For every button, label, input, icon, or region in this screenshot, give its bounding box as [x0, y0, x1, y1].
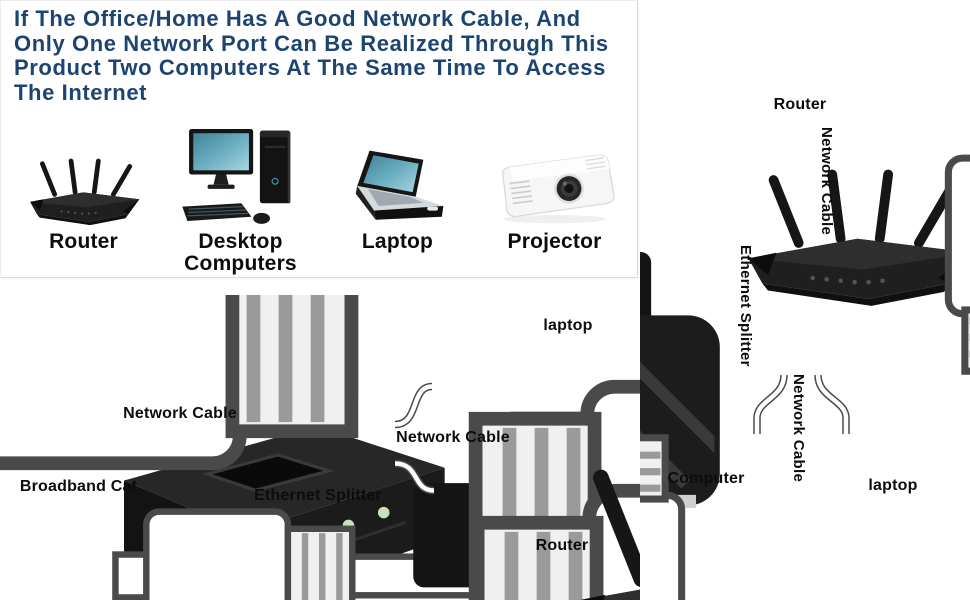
router-label: Router — [773, 96, 827, 113]
laptop-label: Laptop — [361, 230, 434, 253]
device-figure-laptop: Laptop — [319, 131, 476, 275]
router-label: Router — [535, 537, 589, 554]
page-title: If The Office/Home Has A Good Network Ca… — [14, 6, 632, 105]
right-connection-diagram — [640, 0, 970, 600]
desktop-computer-icon — [177, 129, 304, 226]
rj45-plug-icon — [0, 295, 351, 463]
router-label: Router — [49, 230, 118, 253]
network-cable-label: Network Cable — [790, 374, 807, 483]
device-figure-projector: Projector — [476, 131, 633, 275]
laptop-icon — [348, 149, 448, 226]
broadband-cat-label: Broadband Cat — [19, 478, 138, 495]
desktop-art — [177, 131, 304, 226]
network-cable-label: Network Cable — [818, 127, 835, 236]
laptop-label: laptop — [868, 477, 918, 494]
cable-branch-tubes — [753, 374, 850, 434]
network-cable-label: Network Cable — [396, 429, 510, 446]
headline-line-1: If The Office/Home Has A Good Network Ca… — [14, 6, 581, 31]
computer-label: Computer — [667, 470, 745, 487]
projector-label: Projector — [507, 230, 602, 253]
device-row: Router Desktop Computers Laptop Projecto… — [5, 131, 633, 275]
rj45-plug-icon — [948, 116, 970, 372]
device-figure-router: Router — [5, 131, 162, 275]
headline-line-3: Product Two Computers At The Same Time T… — [14, 55, 606, 80]
projector-art — [493, 131, 617, 226]
network-cable-label: Network Cable — [123, 405, 237, 422]
device-figure-desktop: Desktop Computers — [162, 131, 319, 275]
router-art — [26, 131, 142, 226]
ethernet-splitter-label: Ethernet Splitter — [254, 487, 382, 504]
headline-line-4: The Internet — [14, 79, 148, 105]
headline-line-2: Only One Network Port Can Be Realized Th… — [14, 30, 609, 56]
laptop-art — [348, 131, 448, 226]
projector-icon — [493, 147, 617, 226]
ethernet-splitter-label: Ethernet Splitter — [737, 245, 754, 367]
laptop-label: laptop — [543, 317, 593, 334]
left-connection-diagram — [0, 295, 650, 600]
intro-panel: If The Office/Home Has A Good Network Ca… — [0, 0, 638, 278]
desktop-label: Desktop Computers — [184, 230, 297, 275]
router-icon — [748, 175, 970, 306]
cable-branch-tubes — [394, 382, 435, 495]
router-icon — [26, 156, 142, 226]
